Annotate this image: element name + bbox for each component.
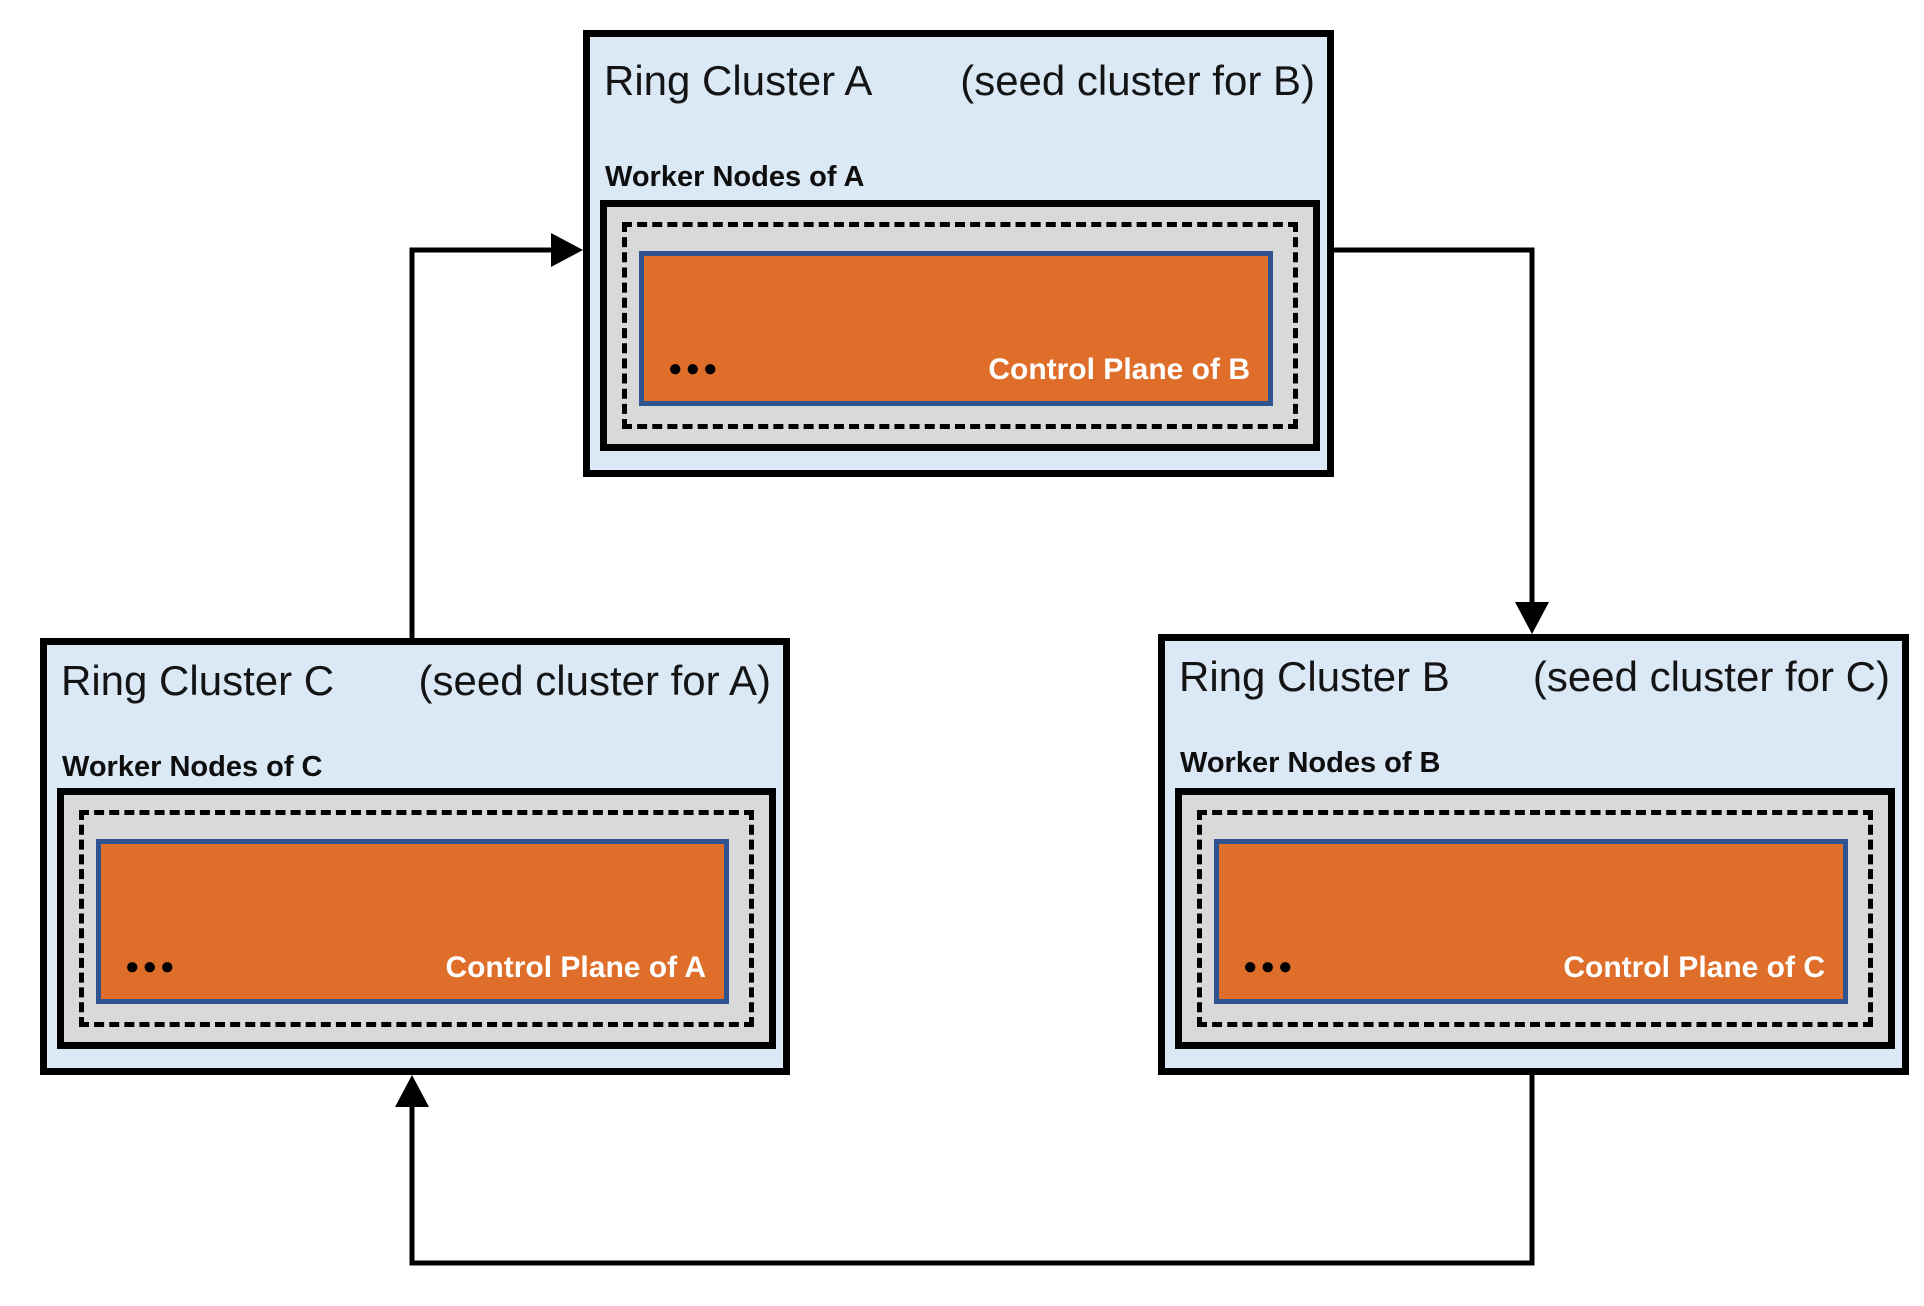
cluster-a-title: Ring Cluster A [604, 57, 873, 104]
cluster-b-dashed-boundary [1197, 810, 1873, 1027]
cluster-c-control-plane-box: ●●● Control Plane of A [96, 839, 729, 1004]
arrow-b-to-c-line [409, 1075, 1535, 1266]
arrow-a-to-b [1334, 247, 1549, 634]
cluster-b-control-plane-label: Control Plane of C [1563, 951, 1825, 984]
cluster-a-title-row: Ring Cluster A (seed cluster for B) [604, 57, 1315, 105]
cluster-a-control-plane-box: ●●● Control Plane of B [639, 251, 1273, 406]
arrow-a-to-b-line [1334, 247, 1535, 605]
cluster-c-box: Ring Cluster C (seed cluster for A) Work… [40, 638, 790, 1075]
ellipsis-dots: ●●● [1243, 953, 1296, 980]
ellipsis-dots: ●●● [668, 355, 721, 382]
cluster-a-control-plane-label: Control Plane of B [988, 353, 1250, 386]
cluster-c-dashed-boundary [79, 810, 754, 1027]
cluster-c-control-plane-label: Control Plane of A [445, 951, 706, 984]
cluster-a-seed-note: (seed cluster for B) [960, 57, 1315, 104]
arrowhead-up-icon [395, 1075, 429, 1107]
cluster-c-seed-note: (seed cluster for A) [418, 657, 771, 704]
cluster-b-control-plane-box: ●●● Control Plane of C [1214, 839, 1848, 1004]
arrow-b-to-c [395, 1075, 1535, 1266]
cluster-c-worker-label: Worker Nodes of C [62, 751, 323, 783]
cluster-a-dashed-boundary [622, 222, 1298, 429]
cluster-c-title: Ring Cluster C [61, 657, 335, 704]
cluster-c-title-row: Ring Cluster C (seed cluster for A) [61, 657, 771, 705]
cluster-a-box: Ring Cluster A (seed cluster for B) Work… [583, 30, 1334, 477]
cluster-b-title-row: Ring Cluster B (seed cluster for C) [1179, 653, 1890, 701]
cluster-b-title: Ring Cluster B [1179, 653, 1450, 700]
cluster-a-worker-box: ●●● Control Plane of B [600, 200, 1320, 451]
arrow-c-to-a-line [409, 247, 554, 638]
arrowhead-down-icon [1515, 602, 1549, 634]
cluster-b-box: Ring Cluster B (seed cluster for C) Work… [1158, 634, 1909, 1075]
cluster-a-worker-label: Worker Nodes of A [605, 161, 865, 193]
arrowhead-right-icon [551, 233, 583, 267]
arrow-c-to-a [409, 233, 583, 638]
cluster-b-worker-box: ●●● Control Plane of C [1175, 788, 1895, 1049]
cluster-b-worker-label: Worker Nodes of B [1180, 747, 1441, 779]
ellipsis-dots: ●●● [125, 953, 178, 980]
cluster-b-seed-note: (seed cluster for C) [1532, 653, 1890, 700]
cluster-c-worker-box: ●●● Control Plane of A [57, 788, 776, 1049]
